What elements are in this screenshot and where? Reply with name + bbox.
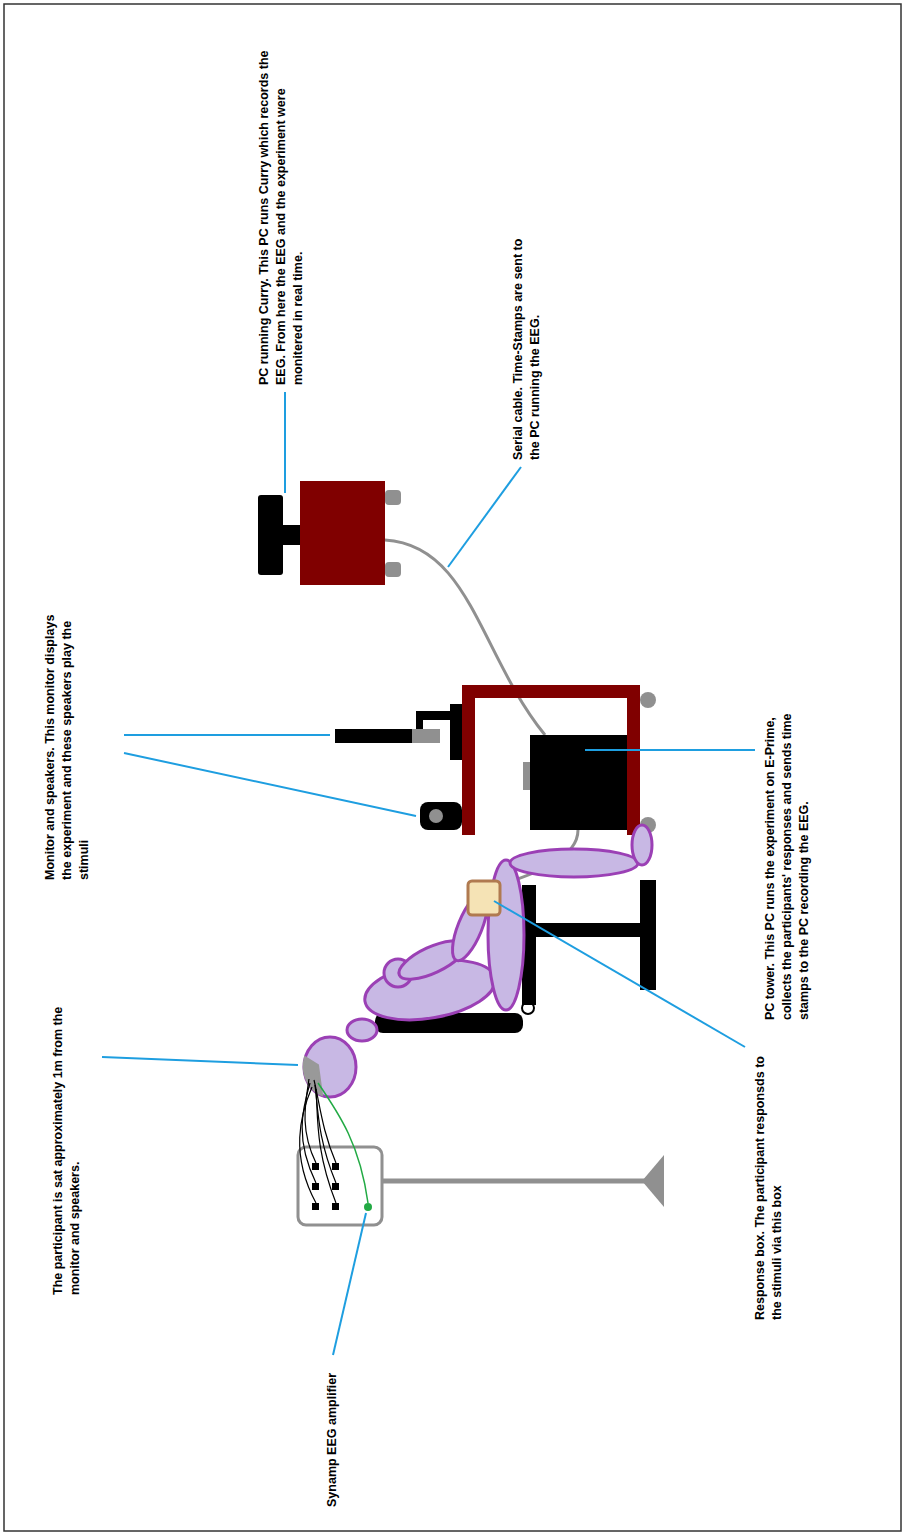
callout-text: Monitor and speakers. This monitor displ…: [42, 600, 93, 880]
callout-text: PC tower. This PC runs the experiment on…: [762, 700, 813, 1020]
desk-shelf: [627, 685, 640, 835]
eeg-cap: [304, 1057, 322, 1095]
leader-lines: [102, 392, 755, 1355]
speaker-cone: [429, 809, 443, 823]
monitor-screen-base: [412, 729, 440, 743]
eeg-wires: [300, 1079, 336, 1203]
desk-wheel: [640, 692, 656, 708]
monitor-neck: [416, 711, 452, 720]
eeg-ground-wire: [318, 1083, 368, 1203]
curry-pc-foot: [385, 562, 401, 577]
callout-text: Synamp EEG amplifier: [324, 1357, 341, 1507]
synamp-amplifier: [298, 1147, 382, 1225]
desk-top: [462, 685, 475, 835]
curry-monitor: [258, 495, 283, 575]
curry-pc-foot: [385, 490, 401, 505]
participant: [304, 825, 652, 1097]
amp-ground-socket: [364, 1203, 372, 1211]
monitor-base: [450, 704, 462, 760]
response-box: [468, 881, 500, 915]
tower-drive: [523, 762, 531, 790]
amp-stand-base: [642, 1155, 664, 1207]
callout-text: Response box. The participant responsds …: [752, 1035, 786, 1320]
monitor-screen: [335, 729, 412, 743]
callout-text: PC running Curry. This PC runs Curry whi…: [256, 25, 307, 385]
amp-stand: [382, 1179, 648, 1184]
frame-border: [4, 4, 901, 1531]
callout-text: The participant is sat approximately 1m …: [50, 995, 84, 1295]
curry-monitor-stand: [283, 525, 301, 545]
desk-leg: [462, 685, 640, 698]
callout-text: Serial cable. Time-Stamps are sent to th…: [510, 230, 544, 460]
chair-base: [640, 880, 656, 990]
curry-pc-case: [300, 481, 385, 585]
speaker: [420, 802, 462, 830]
